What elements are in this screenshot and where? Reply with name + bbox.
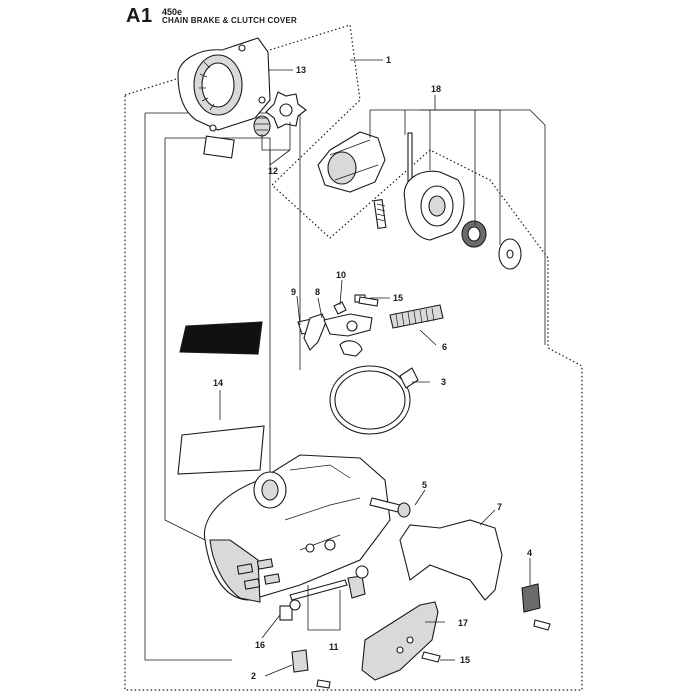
callout-1: 1 <box>386 55 391 65</box>
part-4-bracket <box>521 583 551 631</box>
main-clutch-cover <box>203 454 391 603</box>
callout-12: 12 <box>268 166 278 176</box>
part-12-sprocket-set <box>253 91 307 137</box>
sheet-id: A1 <box>126 5 153 27</box>
callout-15-upper: 15 <box>393 293 403 303</box>
callout-17: 17 <box>458 618 468 628</box>
callout-16: 16 <box>255 640 265 650</box>
part-14-decal-black <box>179 321 263 355</box>
part-7-brake-lever <box>399 519 503 601</box>
part-15-screw-upper <box>358 296 379 307</box>
part-13-cover-housing <box>177 37 271 132</box>
callout-7: 7 <box>497 502 502 512</box>
diagram-title: CHAIN BRAKE & CLUTCH COVER <box>162 16 297 25</box>
model-number: 450e <box>162 7 183 17</box>
callout-3: 3 <box>441 377 446 387</box>
callout-10: 10 <box>336 270 346 280</box>
part-8-9-10-brake-linkage <box>297 294 373 357</box>
part-15-screw-lower <box>421 651 441 663</box>
part-17-guard-plate <box>361 601 439 681</box>
callout-4: 4 <box>527 548 532 558</box>
callout-18: 18 <box>431 84 441 94</box>
callout-11: 11 <box>329 642 339 652</box>
callout-5: 5 <box>422 480 427 490</box>
part-18-clutch-assembly <box>317 131 522 270</box>
part-5-pin <box>369 497 411 518</box>
part-11-pins <box>289 565 369 601</box>
callout-14: 14 <box>213 378 223 388</box>
part-3-brake-band <box>329 365 419 435</box>
callout-8: 8 <box>315 287 320 297</box>
callout-13: 13 <box>296 65 306 75</box>
callout-6: 6 <box>442 342 447 352</box>
callout-15-lower: 15 <box>460 655 470 665</box>
part-2-bracket <box>291 649 331 689</box>
part-16-screw <box>279 599 301 621</box>
assembly-boundary-dotted <box>124 24 583 691</box>
part-13-base-plate <box>203 135 235 159</box>
callout-9: 9 <box>291 287 296 297</box>
leader-lines <box>219 59 531 677</box>
part-14-decal-white <box>177 425 265 475</box>
callout-2: 2 <box>251 671 256 681</box>
part-6-spring <box>389 304 444 329</box>
